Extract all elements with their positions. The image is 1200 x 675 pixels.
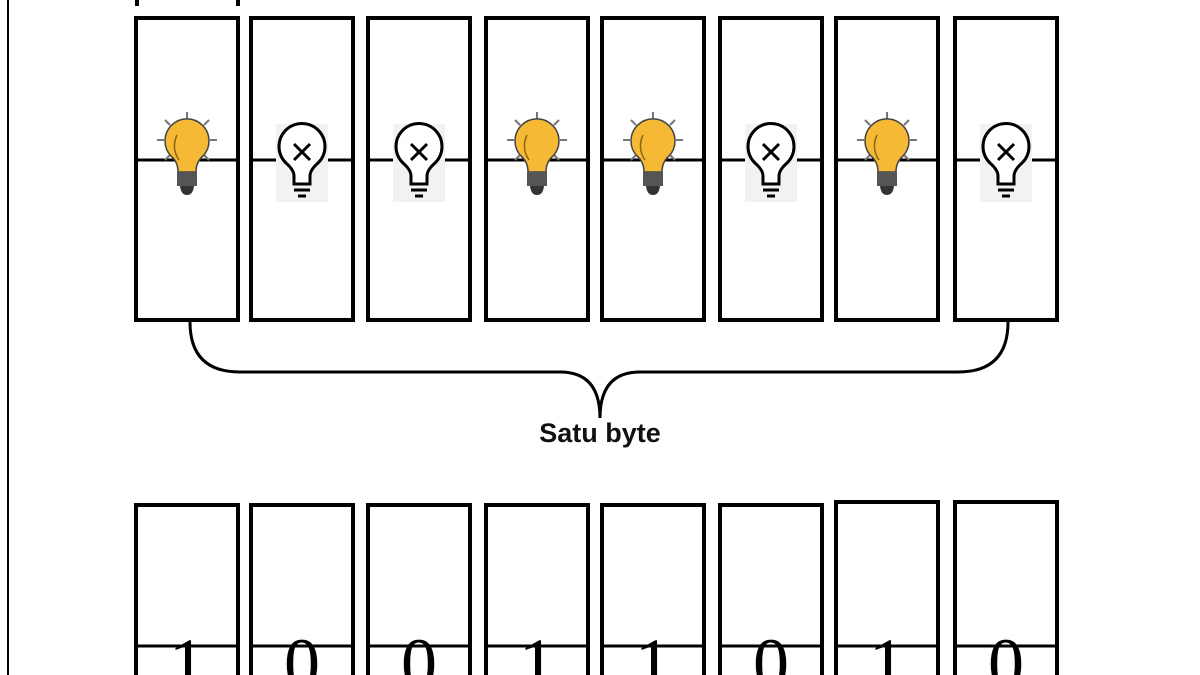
bit-cell [366, 16, 472, 322]
bit-cell [718, 16, 824, 322]
bit-cell [600, 16, 706, 322]
digit-cell: 0 [366, 503, 472, 675]
lightbulb-on-icon [507, 112, 567, 195]
byte-label: Satu byte [539, 418, 661, 448]
digit-cell: 1 [134, 503, 240, 675]
bit-digit: 0 [988, 624, 1024, 675]
bit-digit: 1 [519, 624, 555, 675]
lightbulb-on-icon [857, 112, 917, 195]
digit-row: 1 0 0 1 1 0 1 0 [134, 500, 1059, 675]
bit-digit: 0 [284, 624, 320, 675]
lightbulb-off-icon [980, 121, 1032, 202]
bit-cell [953, 16, 1059, 322]
lightbulb-off-icon [393, 121, 445, 202]
bit-cell [834, 16, 940, 322]
digit-cell: 1 [834, 500, 940, 675]
digit-cell: 0 [953, 500, 1059, 675]
lightbulb-off-icon [276, 121, 328, 202]
lightbulb-off-icon [745, 121, 797, 202]
bit-cell [134, 16, 240, 322]
curly-brace [188, 321, 1010, 419]
bulb-row [134, 16, 1059, 322]
bit-cell [249, 16, 355, 322]
bit-digit: 1 [169, 624, 205, 675]
digit-cell: 1 [484, 503, 590, 675]
bit-digit: 0 [753, 624, 789, 675]
digit-cell: 0 [249, 503, 355, 675]
lightbulb-on-icon [157, 112, 217, 195]
bit-digit: 0 [401, 624, 437, 675]
bit-digit: 1 [869, 624, 905, 675]
bit-cell [484, 16, 590, 322]
digit-cell: 1 [600, 503, 706, 675]
digit-cell: 0 [718, 503, 824, 675]
bit-digit: 1 [635, 624, 671, 675]
lightbulb-on-icon [623, 112, 683, 195]
